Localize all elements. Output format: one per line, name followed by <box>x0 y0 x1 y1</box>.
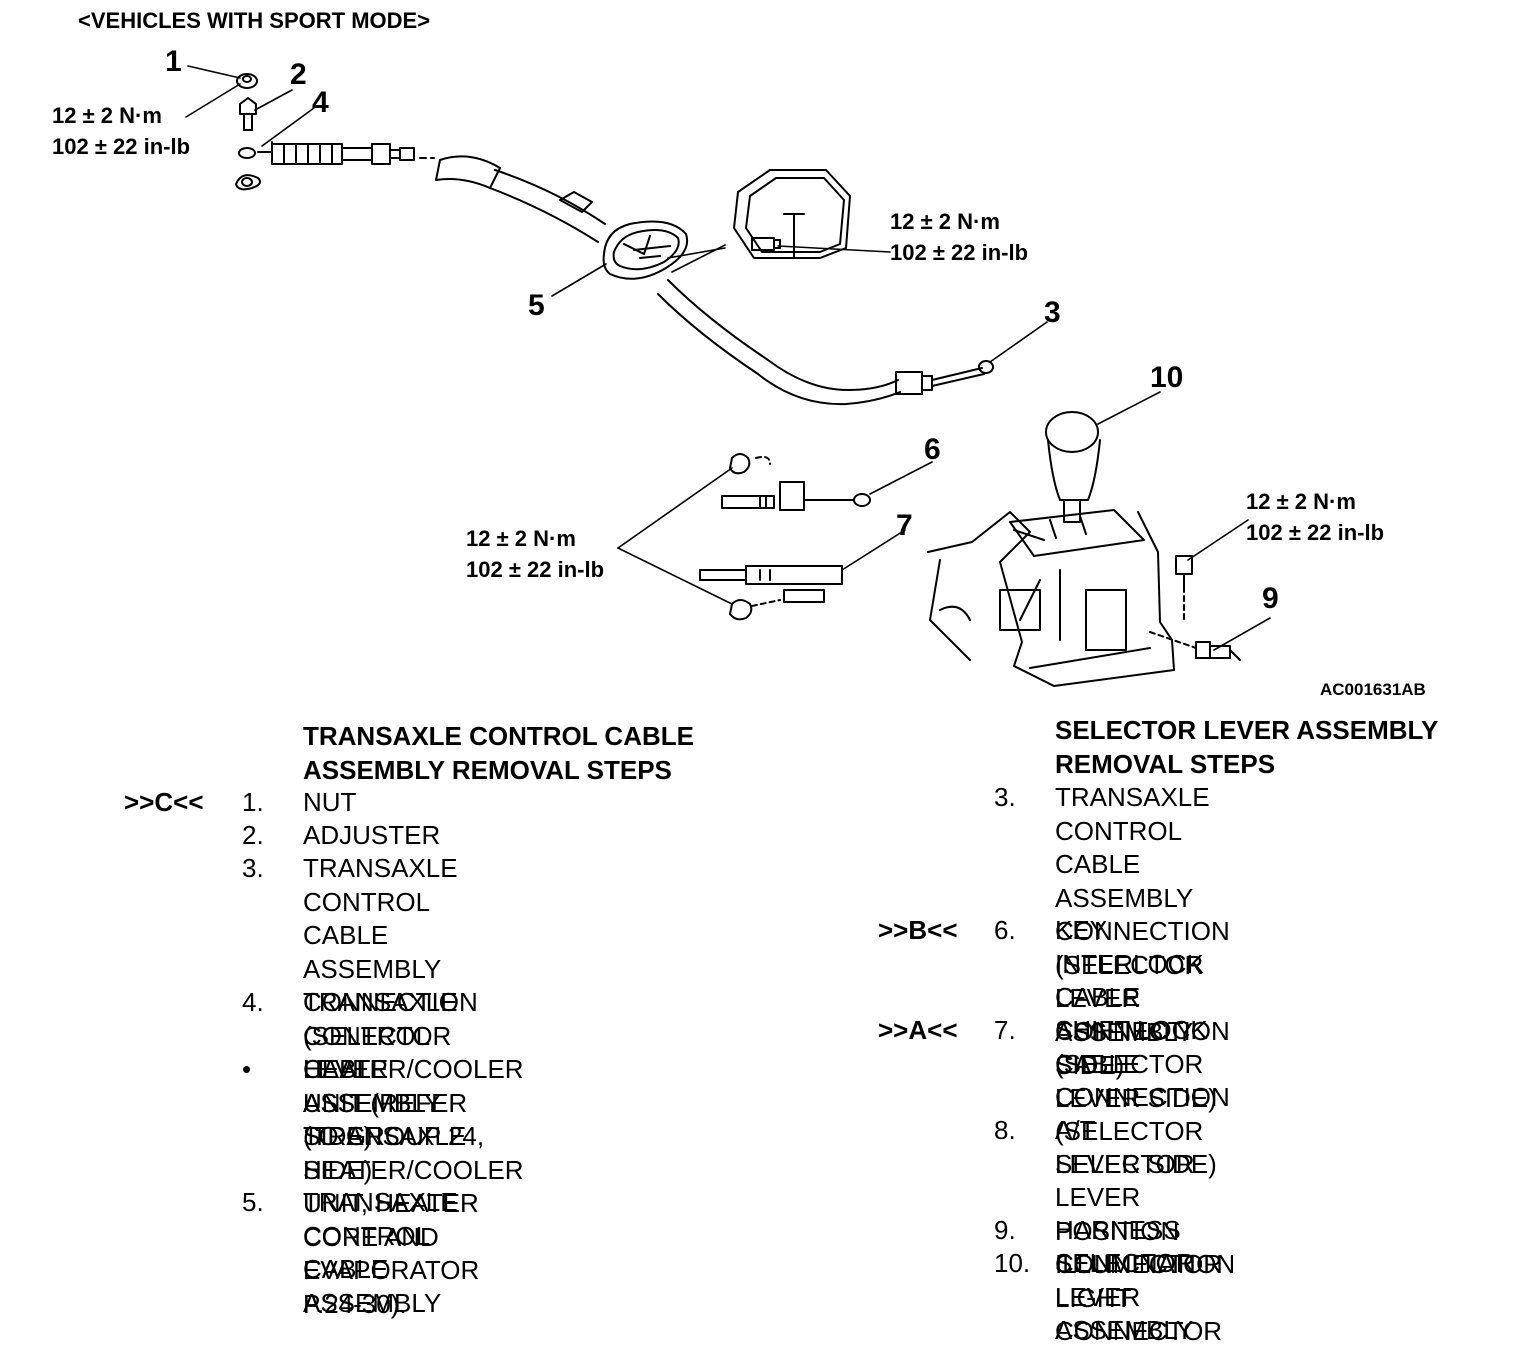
key-interlock-cable <box>721 453 871 511</box>
torque-spec-selector-bolt: 12 ± 2 N·m 102 ± 22 in-lb <box>1246 486 1384 548</box>
step-reference-mark: >>B<< <box>878 915 958 945</box>
step-number: 8. <box>994 1115 1016 1145</box>
step-number: 3. <box>242 853 264 883</box>
step-text: HEATER/COOLER UNIT (REFER TO GROUP 24, H… <box>303 1054 524 1319</box>
left-title-line-1: TRANSAXLE CONTROL CABLE <box>303 721 694 751</box>
step-number: 7. <box>994 1015 1016 1045</box>
diagram-heading: <VEHICLES WITH SPORT MODE> <box>78 8 431 33</box>
bolt-part <box>751 237 781 251</box>
step-text: HARNESS CONNECTOR <box>1055 1215 1223 1279</box>
callout-9: 9 <box>1262 582 1279 615</box>
selector-lever-assembly <box>927 411 1175 687</box>
cable-grommet <box>602 220 688 280</box>
adjuster-part <box>239 97 257 131</box>
callout-4: 4 <box>312 86 329 119</box>
step-number: 4. <box>242 987 264 1017</box>
mounting-bolt <box>1175 555 1193 621</box>
step-text: TRANSAXLE CONTROL CABLE ASSEMBLY (TRANSA… <box>303 987 467 1185</box>
left-title-line-2: ASSEMBLY REMOVAL STEPS <box>303 755 672 785</box>
step-number: 3. <box>994 782 1016 812</box>
right-title-line-2: REMOVAL STEPS <box>1055 749 1276 779</box>
callout-5: 5 <box>528 289 545 322</box>
callout-10: 10 <box>1150 361 1184 394</box>
step-reference-mark: >>A<< <box>878 1015 958 1045</box>
nut-part <box>236 73 258 89</box>
step-number: 6. <box>994 915 1016 945</box>
access-cover <box>733 169 851 259</box>
step-number: 1. <box>242 787 264 817</box>
callout-7: 7 <box>896 509 913 542</box>
torque-imperial: 102 ± 22 in-lb <box>52 134 191 159</box>
step-text: SHIFT LOCK CABLE CONNECTION (SELECTOR LE… <box>1055 1015 1230 1179</box>
step-text: TRANSAXLE CONTROL CABLE ASSEMBLY CONNECT… <box>1055 782 1230 1080</box>
step-text: NUT <box>303 787 357 817</box>
figure-reference-code: AC001631AB <box>1320 680 1426 699</box>
step-text: SELECTOR LEVER ASSEMBLY <box>1055 1248 1195 1345</box>
exploded-view-diagram <box>185 65 1271 687</box>
left-procedure-title: TRANSAXLE CONTROL CABLE ASSEMBLY REMOVAL… <box>303 719 694 787</box>
torque-imperial: 102 ± 22 in-lb <box>890 240 1029 265</box>
callout-3: 3 <box>1044 296 1061 329</box>
right-procedure-title: SELECTOR LEVER ASSEMBLY REMOVAL STEPS <box>1055 713 1438 781</box>
torque-metric: 12 ± 2 N·m <box>466 526 576 551</box>
step-text: TRANSAXLE CONTROL CABLE ASSEMBLY CONNECT… <box>303 853 478 1151</box>
torque-metric: 12 ± 2 N·m <box>52 103 162 128</box>
callout-2: 2 <box>290 58 307 91</box>
torque-spec-cover-bolt: 12 ± 2 N·m 102 ± 22 in-lb <box>890 206 1028 268</box>
torque-imperial: 102 ± 22 in-lb <box>466 557 605 582</box>
torque-spec-nut: 12 ± 2 N·m 102 ± 22 in-lb <box>52 100 190 162</box>
step-bullet: • <box>242 1054 252 1084</box>
step-text: TRANSAXLE CONTROL CABLE ASSEMBLY <box>303 1187 458 1318</box>
cable-end-transaxle-side <box>235 141 435 191</box>
torque-metric: 12 ± 2 N·m <box>890 209 1000 234</box>
right-title-line-1: SELECTOR LEVER ASSEMBLY <box>1055 715 1439 745</box>
callout-1: 1 <box>165 45 182 78</box>
step-reference-mark: >>C<< <box>124 787 204 817</box>
step-number: 5. <box>242 1187 264 1217</box>
torque-spec-cable-nuts: 12 ± 2 N·m 102 ± 22 in-lb <box>466 523 604 585</box>
step-text: KEY INTERLOCK CABLE CONNECTION (SELECTOR… <box>1055 915 1230 1113</box>
shift-lock-cable <box>699 565 843 621</box>
step-text: ADJUSTER <box>303 820 441 850</box>
step-number: 10. <box>994 1248 1031 1278</box>
transaxle-control-cable <box>435 155 994 406</box>
step-number: 2. <box>242 820 264 850</box>
harness-connector <box>1149 631 1241 661</box>
torque-metric: 12 ± 2 N·m <box>1246 489 1356 514</box>
torque-imperial: 102 ± 22 in-lb <box>1246 520 1385 545</box>
step-number: 9. <box>994 1215 1016 1245</box>
leader-lines <box>185 65 1271 651</box>
callout-6: 6 <box>924 433 941 466</box>
